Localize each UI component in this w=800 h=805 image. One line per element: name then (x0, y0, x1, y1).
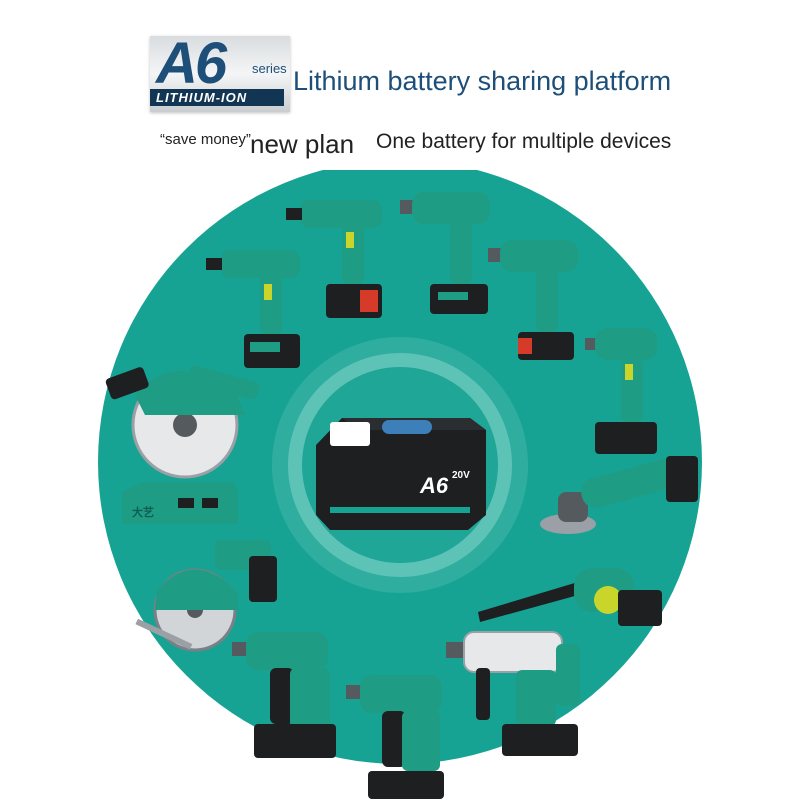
battery-voltage: 20V (452, 470, 470, 481)
logo-strip: LITHIUM-ION (150, 89, 284, 106)
header: A6 series LITHIUM-ION Lithium battery sh… (0, 0, 800, 170)
rotary-hammer-icon (232, 632, 336, 758)
drill-icon (488, 240, 578, 360)
drill-icon (400, 192, 490, 314)
tagline-plan: new plan (250, 129, 355, 159)
battery-release-button (330, 422, 370, 446)
logo-series-label: series (252, 61, 287, 76)
blower-icon (478, 568, 662, 626)
demolition-hammer-icon (446, 631, 580, 756)
circular-saw-icon (105, 365, 260, 479)
impact-wrench-icon (286, 200, 382, 318)
tagline-quote: “save money” (160, 131, 251, 148)
a6-series-logo: A6 series LITHIUM-ION (150, 31, 290, 112)
battery-indicator (382, 420, 432, 434)
logo-mark: A6 (156, 31, 227, 96)
tool-circle-stage: A6 20V (0, 160, 800, 800)
tagline-right: One battery for multiple devices (376, 130, 672, 153)
battery-pack: A6 20V (316, 418, 486, 530)
impact-driver-icon (585, 328, 657, 454)
svg-text:大艺: 大艺 (132, 505, 154, 519)
impact-wrench-icon (206, 250, 300, 368)
angle-grinder-icon (540, 456, 698, 534)
battery-brand-mark: A6 (419, 473, 449, 498)
rotary-hammer-icon (346, 675, 444, 799)
usb-adapter-icon: 大艺 (122, 482, 238, 524)
tile-cutter-icon (135, 540, 277, 652)
headline: Lithium battery sharing platform (293, 66, 672, 96)
tool-circle-svg: A6 20V (98, 160, 702, 799)
